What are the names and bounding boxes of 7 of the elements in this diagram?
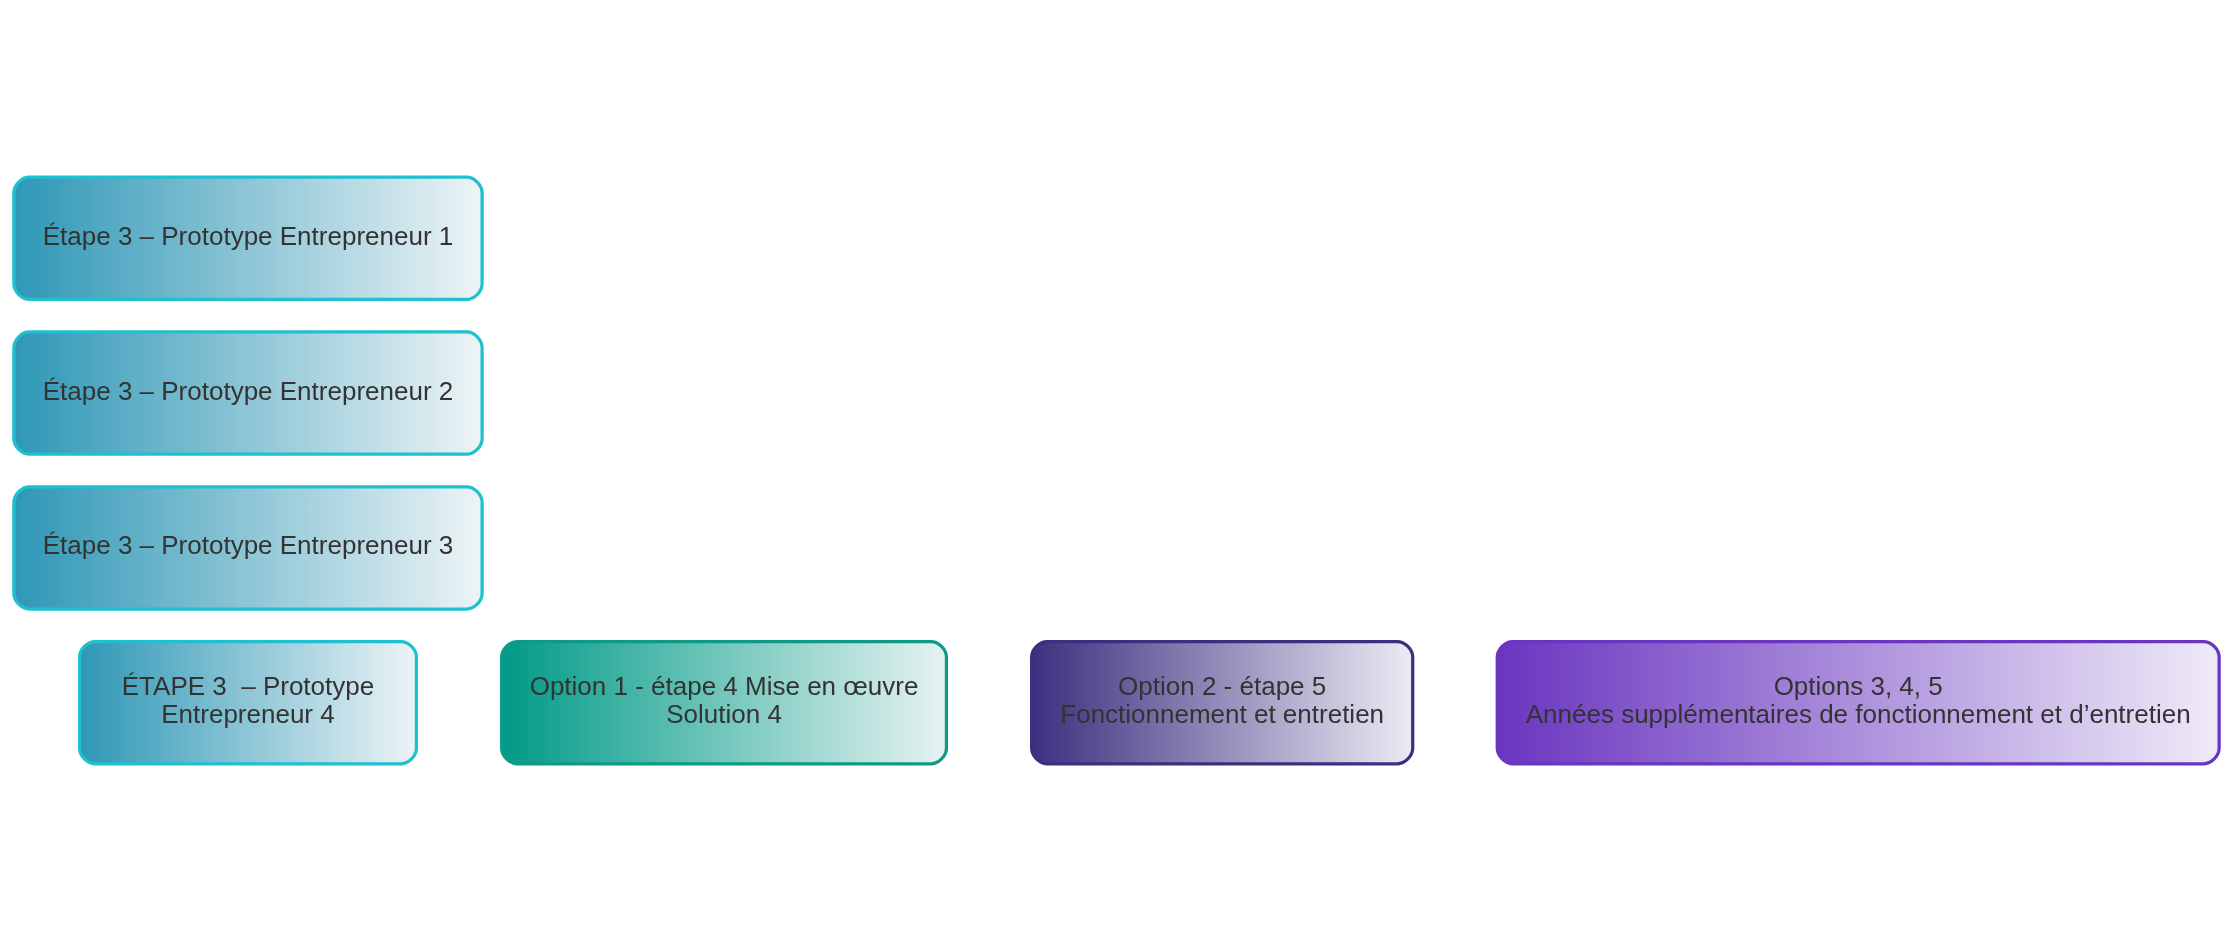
node-box: Option 2 - étape 5 Fonctionnement et entretien (1030, 639, 1415, 765)
node-box: Option 1 - étape 4 Mise en œuvre Solution 4 (500, 639, 949, 765)
node-box: Étape 3 – Prototype Entrepreneur 1 (12, 175, 484, 301)
node-box: Étape 3 – Prototype Entrepreneur 3 (12, 484, 484, 611)
node-box: Options 3, 4, 5 Années supplémentaires de fonctionnement et d’entretien (1495, 639, 2221, 765)
node-box: ÉTAPE 3 – Prototype Entrepreneur 4 (77, 639, 419, 765)
node-box: Étape 3 – Prototype Entrepreneur 2 (12, 329, 484, 456)
